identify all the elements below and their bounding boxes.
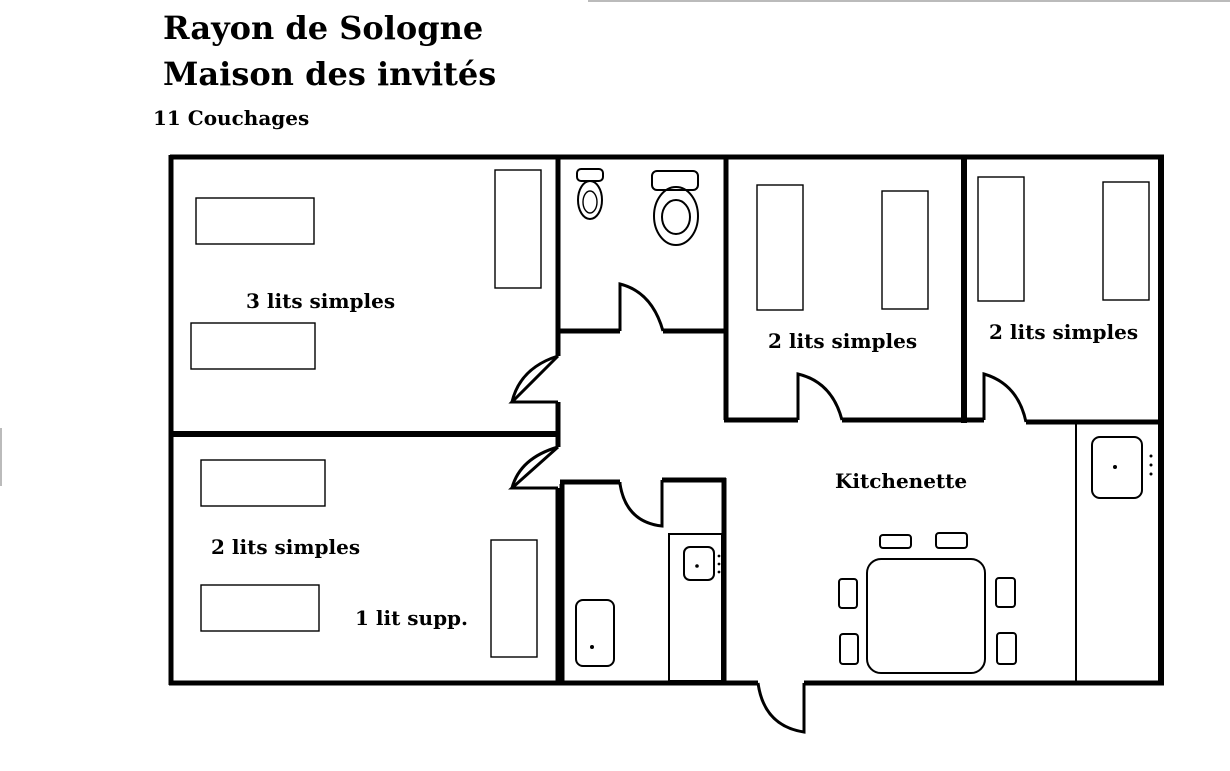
toilet-bowl bbox=[653, 186, 699, 246]
small-toilet-seat bbox=[582, 190, 598, 214]
bed bbox=[195, 197, 315, 245]
faucet-dot bbox=[717, 562, 721, 566]
bed bbox=[200, 459, 326, 507]
walls bbox=[168, 154, 1164, 686]
door-bedroom2-swing bbox=[508, 445, 559, 490]
wc-fixtures bbox=[576, 168, 699, 246]
title-line-1: Rayon de Sologne bbox=[163, 9, 484, 47]
sink-drain bbox=[695, 564, 699, 568]
kitchen-sink bbox=[1091, 436, 1143, 499]
small-toilet-tank bbox=[576, 168, 604, 182]
shower-tray bbox=[575, 599, 615, 667]
door-bedroom3-swing bbox=[796, 372, 844, 421]
beds bbox=[190, 169, 1150, 658]
kitchen-fixtures bbox=[838, 436, 1153, 674]
bed bbox=[881, 190, 929, 310]
kitchen-sink-drain bbox=[1113, 465, 1117, 469]
dining-table bbox=[866, 558, 986, 674]
chair bbox=[935, 532, 968, 549]
label-bedroom-4: 2 lits simples bbox=[989, 320, 1138, 344]
shower-drain bbox=[590, 645, 594, 649]
toilet-tank bbox=[651, 170, 699, 191]
bathroom-fixtures bbox=[575, 533, 723, 682]
door-entrance-swing bbox=[756, 682, 806, 734]
small-toilet-bowl bbox=[577, 180, 603, 220]
bed bbox=[494, 169, 542, 289]
faucet-dot bbox=[717, 570, 721, 574]
kitchen-faucet-dot bbox=[1149, 463, 1153, 467]
chair bbox=[838, 578, 858, 609]
door-wc-swing bbox=[618, 282, 665, 332]
label-bedroom-1: 3 lits simples bbox=[246, 289, 395, 313]
chair bbox=[995, 577, 1016, 608]
door-bedroom2-arc bbox=[510, 445, 559, 489]
bed bbox=[490, 539, 538, 658]
door-bedroom4-swing bbox=[982, 371, 1028, 423]
faucet-dot bbox=[717, 554, 721, 558]
chair bbox=[839, 633, 859, 665]
bathroom-counter bbox=[668, 533, 723, 682]
bed bbox=[977, 176, 1025, 302]
door-bathroom-swing bbox=[618, 480, 664, 528]
bathroom-sink bbox=[683, 546, 715, 581]
label-kitchenette: Kitchenette bbox=[835, 469, 967, 493]
doors bbox=[508, 282, 1028, 734]
bed bbox=[200, 584, 320, 632]
bed bbox=[190, 322, 316, 370]
chair bbox=[879, 534, 912, 549]
toilet-seat bbox=[661, 199, 691, 235]
capacity-label: 11 Couchages bbox=[153, 106, 310, 130]
label-bedroom-3: 2 lits simples bbox=[768, 329, 917, 353]
label-bedroom-2: 2 lits simples bbox=[211, 535, 360, 559]
kitchen-faucet-dot bbox=[1149, 472, 1153, 476]
bed bbox=[756, 184, 804, 311]
title-line-2: Maison des invités bbox=[163, 55, 497, 93]
label-extra-bed: 1 lit supp. bbox=[355, 606, 468, 630]
kitchen-faucet-dot bbox=[1149, 454, 1153, 458]
bed bbox=[1102, 181, 1150, 301]
door-bedroom1-arc bbox=[510, 354, 559, 403]
door-bedroom1-swing bbox=[508, 354, 560, 404]
chair bbox=[996, 632, 1017, 665]
